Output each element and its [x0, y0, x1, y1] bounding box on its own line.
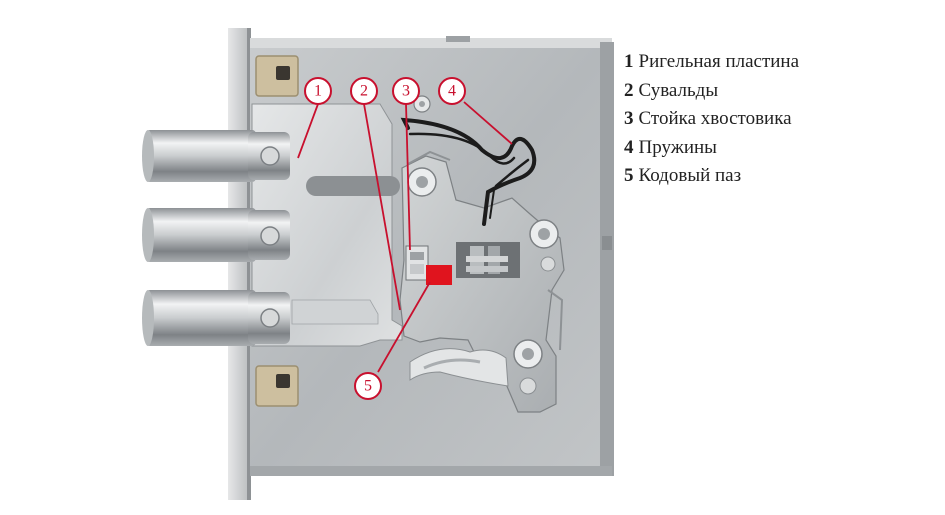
tail-post: [405, 245, 429, 281]
leader-4: [463, 101, 513, 145]
legend-number: 5: [624, 165, 634, 186]
callout-5: 5: [354, 372, 382, 400]
legend-label: Стойка хвостовика: [638, 108, 792, 129]
legend-label: Пружины: [638, 136, 717, 158]
legend-label: Сувальды: [638, 79, 719, 101]
bolt-middle: [142, 208, 290, 262]
leader-2: [363, 103, 401, 311]
bolt-plate-slot: [306, 176, 400, 196]
legend-number: 2: [624, 79, 634, 101]
bolt-top: [142, 130, 290, 182]
mounting-nut-top: [255, 55, 299, 97]
faceplate: [228, 28, 250, 500]
leader-3: [405, 103, 411, 251]
callout-2-number: 2: [360, 83, 368, 100]
callout-1-number: 1: [314, 83, 322, 100]
callout-3-number: 3: [402, 83, 410, 100]
mounting-nut-bottom: [255, 365, 299, 407]
callout-leaders: [297, 101, 513, 373]
lever-springs: [400, 117, 537, 226]
leader-5: [377, 281, 431, 373]
callout-1: 1: [304, 77, 332, 105]
legend-number: 4: [624, 136, 634, 158]
legend-label: Ригельная пластина: [638, 51, 800, 72]
callout-4: 4: [438, 77, 466, 105]
callout-2: 2: [350, 77, 378, 105]
leader-1: [297, 103, 319, 159]
legend-number: 3: [624, 108, 634, 129]
callout-3: 3: [392, 77, 420, 105]
keyhole-area: [409, 348, 509, 387]
pivot-rivet-right: [529, 219, 559, 272]
callout-4-number: 4: [448, 83, 456, 100]
rivet-upper: [413, 95, 431, 113]
callout-5-number: 5: [364, 378, 372, 395]
legend-number: 1: [624, 51, 634, 72]
pivot-rivet-top: [407, 167, 437, 197]
bolt-bottom: [142, 290, 290, 346]
pivot-rivet-bottom: [513, 339, 543, 395]
code-slot: [426, 265, 452, 285]
legend-label: Кодовый паз: [638, 165, 742, 186]
